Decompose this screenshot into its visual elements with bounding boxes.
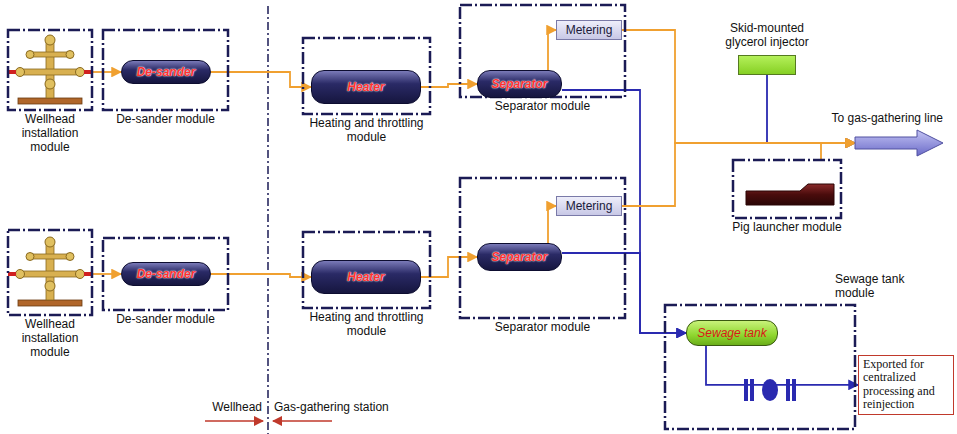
module-box: Heating and throttling moduleHeater [303,38,430,114]
node-label: De-sander [137,267,196,281]
meter-box: Metering [556,20,622,40]
node-label: Heater [347,80,384,94]
node-label: De-sander [137,65,196,79]
node-label: Metering [566,199,613,213]
node-label: Separator [491,250,547,264]
flow-line [211,72,311,87]
injector-box: Skid-mounted glycerol injector [738,55,796,75]
tank-box: Sewage tank [686,320,778,346]
flow-line [622,143,855,206]
pig-launcher-symbol [746,184,834,205]
module-label: Wellhead installation module [2,318,98,359]
outlet-arrow: To gas-gathering line [855,130,943,156]
module-outline [8,30,92,110]
module-box: Wellhead installation module [8,30,92,110]
module-label: Separator module [473,321,613,335]
module-box: Heating and throttling moduleHeater [303,232,430,308]
flow-line [821,143,855,160]
arrow-shape [855,130,943,156]
vessel-box: Separator [477,243,562,271]
module-label: Wellhead installation module [2,113,98,154]
wellhead-tree [8,237,92,306]
wellhead-tree [8,35,92,104]
module-box: Wellhead installation module [8,230,92,315]
module-label: To gas-gathering line [832,112,943,126]
node-label: Heater [347,270,384,284]
flow-line [706,346,858,385]
flow-line [92,71,121,73]
boundary-label: Gas-gathering station [274,400,389,414]
boundary-arrow [273,420,332,422]
module-label: Separator module [473,100,613,114]
boundary-label: Wellhead [212,400,262,414]
flow-line [211,274,311,277]
module-box: Separator moduleSeparatorMetering [460,5,625,97]
module-label: De-sander module [111,313,221,327]
flow-line [767,75,855,143]
vessel-box: De-sander [121,60,211,84]
flow-line [548,30,556,70]
flow-line [92,273,121,275]
module-box: De-sander moduleDe-sander [103,238,228,310]
module-label: Heating and throttling module [297,311,437,339]
module-label: Sewage tank module [835,273,931,301]
boundary-line [267,6,269,434]
flow-line [548,206,556,243]
module-label: Pig launcher module [722,221,852,235]
module-box: Sewage tank moduleSewage tank [665,305,855,429]
node-label: Separator [491,77,547,91]
module-label: Heating and throttling module [297,117,437,145]
module-outline [8,230,92,315]
module-label: De-sander module [111,113,221,127]
vessel-box: Heater [311,70,421,104]
process-box: Exported for centralized processing and … [858,355,954,415]
module-outline [733,160,841,218]
vessel-box: De-sander [121,262,211,286]
module-box: Separator moduleSeparatorMetering [460,178,625,318]
module-label: Skid-mounted glycerol injector [708,22,826,50]
boundary-arrow [205,420,263,422]
module-box: De-sander moduleDe-sander [103,30,228,110]
module-box: Pig launcher module [733,160,841,218]
valve-pump-symbol [744,379,796,401]
meter-box: Metering [556,196,622,216]
node-label: Metering [566,23,613,37]
vessel-box: Heater [311,260,421,294]
node-label: Sewage tank [697,326,766,340]
node-label: Exported for centralized processing and … [863,358,949,412]
vessel-box: Separator [477,70,562,98]
